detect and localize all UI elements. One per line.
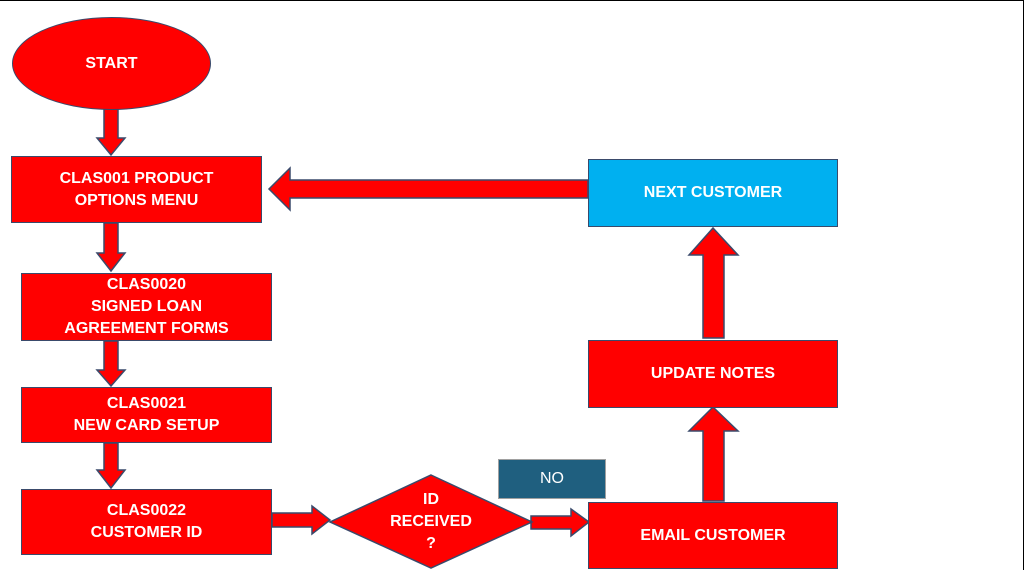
- signed-loan-node: CLAS0020 SIGNED LOAN AGREEMENT FORMS: [21, 273, 272, 341]
- email-customer-node: EMAIL CUSTOMER: [588, 502, 838, 569]
- update-notes-label: UPDATE NOTES: [650, 365, 776, 382]
- no-label-text: NO: [540, 470, 564, 487]
- new-card-line-2: NEW CARD SETUP: [73, 417, 220, 434]
- decision-line-2: RECEIVED: [390, 513, 472, 530]
- signed-loan-line-1: CLAS0020: [106, 276, 187, 293]
- customer-id-line-1: CLAS0022: [106, 502, 187, 519]
- arrow-next-customer-to-product-menu: [267, 166, 589, 212]
- arrow-update-notes-to-next-customer: [687, 226, 740, 339]
- decision-label: ID RECEIVED ?: [381, 487, 481, 557]
- next-customer-label: NEXT CUSTOMER: [643, 184, 783, 201]
- update-notes-node: UPDATE NOTES: [588, 340, 838, 408]
- signed-loan-line-2: SIGNED LOAN: [90, 298, 203, 315]
- signed-loan-line-3: AGREEMENT FORMS: [64, 320, 229, 337]
- no-label: NO: [498, 459, 606, 499]
- start-node: START: [12, 17, 211, 110]
- decision-line-3: ?: [426, 535, 436, 552]
- arrow-signed-loan-to-new-card: [95, 340, 127, 388]
- arrow-product-menu-to-signed-loan: [95, 222, 127, 273]
- new-card-node: CLAS0021 NEW CARD SETUP: [21, 387, 272, 443]
- arrow-start-to-product-menu: [95, 108, 127, 157]
- product-menu-line-1: CLAS001 PRODUCT: [59, 169, 214, 187]
- decision-line-1: ID: [423, 491, 439, 508]
- arrow-email-to-update-notes: [687, 405, 740, 502]
- next-customer-node: NEXT CUSTOMER: [588, 159, 838, 227]
- product-menu-node: CLAS001 PRODUCT OPTIONS MENU: [11, 156, 262, 223]
- new-card-line-1: CLAS0021: [106, 395, 187, 412]
- customer-id-node: CLAS0022 CUSTOMER ID: [21, 489, 272, 555]
- arrow-new-card-to-customer-id: [95, 442, 127, 490]
- customer-id-line-2: CUSTOMER ID: [90, 524, 203, 541]
- product-menu-line-2: OPTIONS MENU: [74, 191, 199, 209]
- decision-diamond: [328, 474, 534, 569]
- start-label: START: [85, 54, 138, 72]
- email-customer-label: EMAIL CUSTOMER: [640, 526, 786, 544]
- arrow-decision-to-email: [530, 507, 591, 538]
- arrow-customer-id-to-decision: [271, 504, 332, 536]
